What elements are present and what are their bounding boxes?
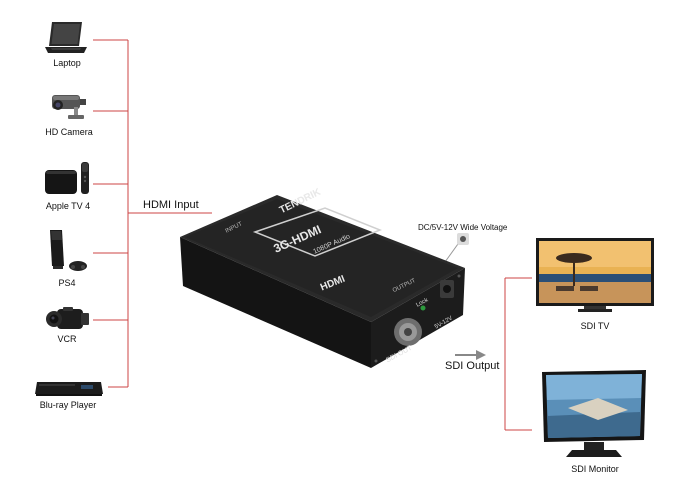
hdmi-input-label: HDMI Input — [143, 199, 199, 211]
power-indicator-icon — [457, 233, 469, 245]
sdi-output-arrow-head — [476, 350, 486, 360]
source-label-ps4: PS4 — [58, 278, 76, 288]
power-label: DC/5V-12V Wide Voltage — [418, 223, 508, 232]
hd-camera-icon — [52, 95, 86, 119]
source-label-blu-ray: Blu-ray Player — [39, 400, 97, 410]
source-label-vcr: VCR — [57, 334, 77, 344]
vcr-icon — [46, 307, 89, 329]
lock-led — [420, 305, 426, 311]
monitor-icon — [542, 370, 646, 457]
sdi-output-label: SDI Output — [445, 360, 500, 372]
converter-device — [180, 195, 465, 368]
source-label-apple-tv-4: Apple TV 4 — [45, 201, 91, 211]
source-label-laptop: Laptop — [53, 58, 81, 68]
source-label-hd-camera: HD Camera — [45, 127, 93, 137]
ps4-icon — [50, 230, 87, 271]
tv-icon — [536, 238, 654, 312]
apple-tv-icon — [45, 162, 89, 194]
output-label-sdi-monitor: SDI Monitor — [571, 464, 619, 474]
laptop-icon — [45, 22, 87, 53]
blu-ray-player-icon — [35, 382, 103, 396]
output-label-sdi-tv: SDI TV — [580, 321, 610, 331]
